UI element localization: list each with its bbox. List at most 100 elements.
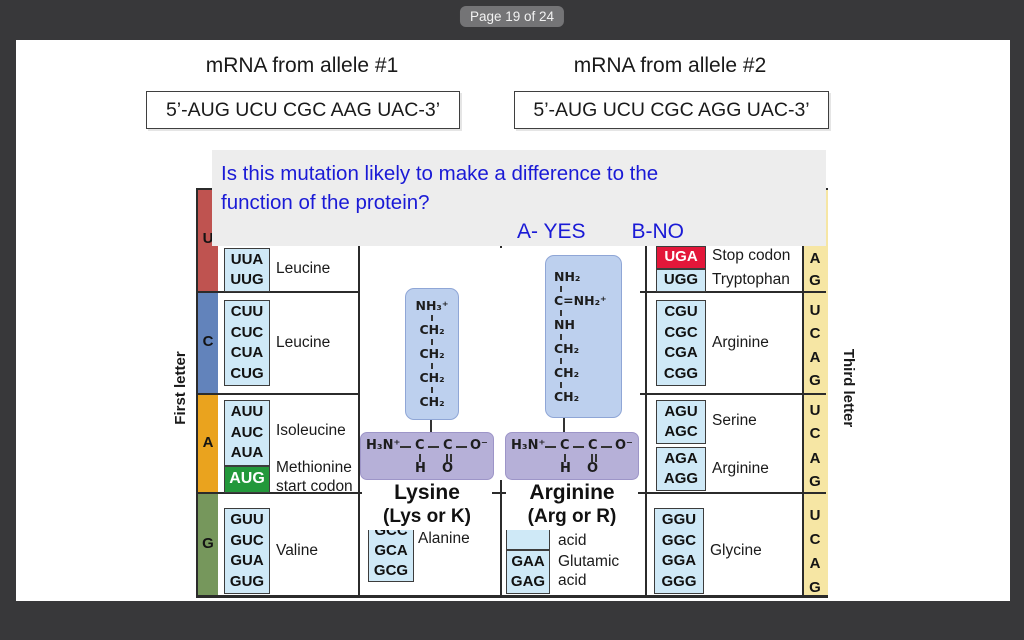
codon: GGA: [661, 552, 697, 569]
chain-group: CH₂: [554, 388, 580, 404]
bond-line: [545, 446, 556, 448]
answer-option-b: B-NO: [631, 220, 684, 243]
bond-line: [400, 446, 411, 448]
codon: AUG: [229, 470, 265, 488]
alpha-carbon: C: [415, 438, 425, 453]
lysine-label: Lysine (Lys or K): [362, 480, 492, 530]
codon: AUU: [230, 403, 264, 421]
codon: AGU: [664, 402, 698, 420]
codon: GAA: [511, 552, 545, 570]
first-letter-a: A: [202, 434, 214, 451]
chain-group: CH₂: [419, 346, 445, 361]
stop-codon-box: UGA: [656, 246, 706, 269]
amino-acid-label: Methionine start codon: [276, 458, 359, 496]
third-letter: G: [809, 372, 821, 389]
allele2-title: mRNA from allele #2: [573, 54, 767, 77]
bond-line: [456, 446, 467, 448]
amino-acid-abbr: (Lys or K): [383, 506, 471, 527]
codon-box-cg: CGU CGC CGA CGG: [656, 300, 706, 386]
codon-box-aga-agg: AGA AGG: [656, 447, 706, 491]
codon-box-gg: GGU GGC GGA GGG: [654, 508, 704, 594]
answer-option-a: A- YES: [517, 220, 586, 243]
glutamic-label-line1: Glutamic: [558, 553, 620, 570]
arginine-side-chain-box: NH₂ C=NH₂⁺ NH CH₂ CH₂ CH₂: [545, 255, 622, 418]
hydrogen: H: [415, 461, 426, 476]
bond-line: [560, 381, 562, 388]
codon-box-agu-agc: AGU AGC: [656, 400, 706, 444]
bond-line: [573, 446, 584, 448]
third-letter: A: [809, 349, 821, 366]
bond-line: [431, 363, 433, 369]
carboxyl-carbon: C: [588, 438, 598, 453]
third-letter-axis-label: Third letter: [840, 348, 857, 428]
codon: GUG: [229, 572, 265, 590]
first-letter-c: C: [202, 333, 214, 350]
bond-line: [446, 454, 448, 462]
codon: GUC: [230, 531, 264, 549]
codon: GUA: [230, 552, 264, 569]
codon: UUG: [230, 271, 264, 288]
codon: GCA: [374, 542, 408, 559]
codon: CGG: [663, 364, 699, 382]
codon-box-au: AUU AUC AUA: [224, 400, 270, 466]
amino-acid-label: Arginine: [712, 334, 769, 351]
codon: GUU: [230, 511, 264, 528]
third-letter: G: [809, 272, 821, 289]
oxygen: O: [442, 461, 454, 476]
third-letter: C: [809, 425, 821, 442]
alpha-carbon: C: [560, 438, 570, 453]
bond-line: [564, 454, 566, 462]
carboxyl-carbon: C: [443, 438, 453, 453]
third-letter: U: [809, 302, 821, 319]
codon: CUG: [230, 364, 264, 382]
third-letter: U: [809, 402, 821, 419]
answer-options: A- YES B-NO: [517, 220, 826, 244]
column-divider: [645, 190, 647, 595]
page-indicator-badge: Page 19 of 24: [459, 6, 565, 27]
third-letter-strip: [802, 190, 828, 595]
codon-box-uua-uug: UUA UUG: [224, 248, 270, 292]
codon: AGC: [664, 423, 698, 440]
bond-line: [419, 454, 421, 462]
codon: UGA: [664, 248, 698, 266]
third-letter: A: [809, 450, 821, 467]
codon: UGG: [663, 271, 699, 289]
chain-group: CH₂: [419, 322, 445, 337]
bond-line: [430, 418, 432, 432]
question-line-1: Is this mutation likely to make a differ…: [221, 162, 659, 185]
first-letter-strip-c: [198, 291, 218, 393]
chain-group: NH: [554, 316, 575, 332]
amino-acid-label: Leucine: [276, 260, 331, 277]
amino-acid-label: Serine: [712, 412, 757, 429]
start-codon-box: AUG: [224, 466, 270, 493]
amino-acid-label: Alanine: [418, 530, 470, 547]
amino-acid-label: Tryptophan: [712, 271, 790, 288]
amino-acid-label: Valine: [276, 542, 318, 559]
methionine-label-line2: start codon: [276, 478, 353, 495]
hydrogen: H: [560, 461, 571, 476]
third-letter: G: [809, 473, 821, 490]
bond-line: [591, 454, 593, 462]
bond-line: [601, 446, 612, 448]
amino-acid-label: acid: [558, 532, 587, 549]
codon-box-gc: GCC GCA GCG: [368, 520, 414, 582]
bond-line: [431, 387, 433, 393]
codon: AGG: [663, 470, 699, 487]
bond-line: [595, 454, 597, 462]
lysine-side-chain-box: NH₃⁺ CH₂ CH₂ CH₂ CH₂: [405, 288, 459, 420]
glutamic-label-line2: acid: [558, 572, 587, 589]
bond-line: [563, 418, 565, 432]
bond-line: [560, 285, 562, 292]
codon-box-ugg: UGG: [656, 269, 706, 292]
chain-group: CH₂: [554, 340, 580, 356]
slide: mRNA from allele #1 mRNA from allele #2 …: [16, 40, 1010, 601]
codon-box-cu: CUU CUC CUA CUG: [224, 300, 270, 386]
codon: GAG: [510, 573, 546, 590]
amino-acid-label: Leucine: [276, 334, 331, 351]
allele2-sequence-box: 5’-AUG UCU CGC AGG UAC-3’: [514, 91, 829, 129]
codon: CUU: [230, 303, 264, 320]
codon: CGA: [664, 344, 698, 361]
chain-group: C=NH₂⁺: [554, 292, 607, 308]
codon: GGG: [661, 572, 697, 590]
codon: AUC: [230, 423, 264, 441]
